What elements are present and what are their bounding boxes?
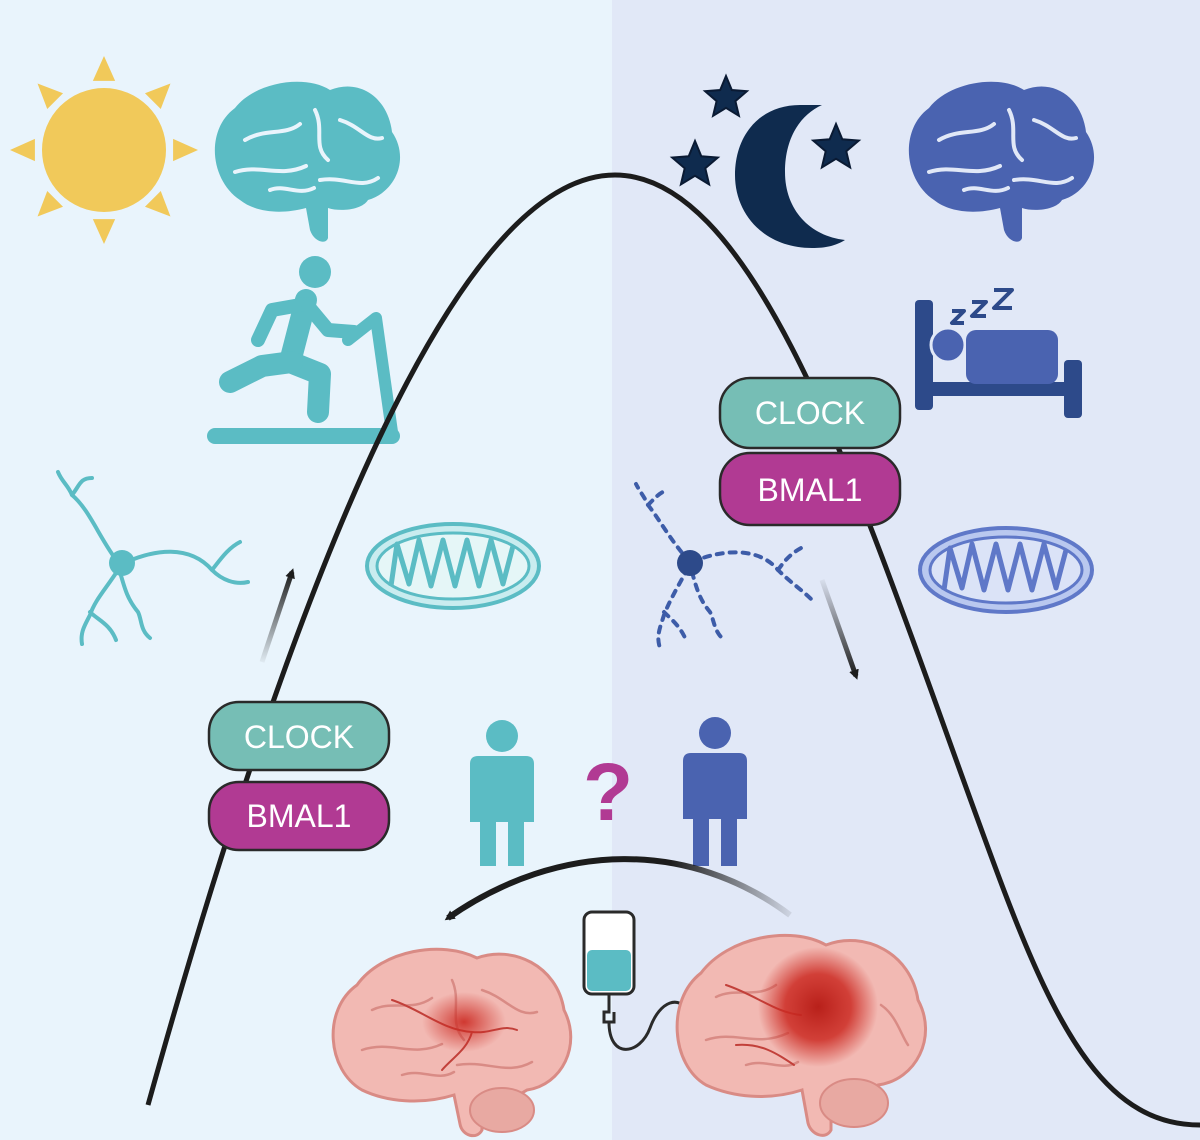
night-mitochondrion-icon [918,526,1094,614]
day-person-icon [470,720,534,866]
rising-arrow [259,568,295,663]
sun-ray [144,190,171,217]
star-icon [810,121,862,170]
sun-ray [92,219,116,244]
small-infarct-brain-icon [331,947,573,1138]
iv-drip-icon [582,910,690,1051]
falling-arrow [819,579,859,680]
fragmented-neuron-soma [677,550,703,576]
day-clock-pill [207,700,391,772]
fragmented-neuron-icon [634,482,814,650]
night-bmal1-pill [718,451,902,527]
sun-ray [37,190,64,217]
sun-ray [144,83,171,110]
star-icon [669,138,721,187]
sun-ray [92,56,116,81]
day-mitochondrion-icon [365,522,541,610]
day-clock-bmal1-complex: CLOCK BMAL1 [207,700,391,852]
day-bmal1-label: BMAL1 [247,798,352,834]
sun-icon [10,56,198,244]
moon-icon [735,105,845,248]
sun-ray [10,138,35,162]
treadmill-runner-icon [207,256,400,444]
night-clock-pill [718,376,902,450]
large-infarct-brain-icon [675,933,928,1137]
sleeping-bed-icon [915,288,1082,418]
day-bmal1-pill [207,780,391,852]
star-icon [702,73,750,118]
sun-ray [173,138,198,162]
night-person-icon [683,717,747,866]
night-panel [612,0,1200,1140]
night-brain-icon [908,81,1095,242]
circadian-curve [145,172,1200,1128]
question-mark: ? [583,747,633,838]
night-clock-label: CLOCK [755,395,865,431]
day-brain-icon [214,81,401,242]
reverse-arc-arrow [444,856,792,921]
day-clock-label: CLOCK [244,719,354,755]
sun-disc [42,88,166,212]
day-neuron-icon [56,470,250,646]
sun-ray [37,83,64,110]
night-clock-bmal1-complex: CLOCK BMAL1 [718,376,902,527]
night-bmal1-label: BMAL1 [758,472,863,508]
